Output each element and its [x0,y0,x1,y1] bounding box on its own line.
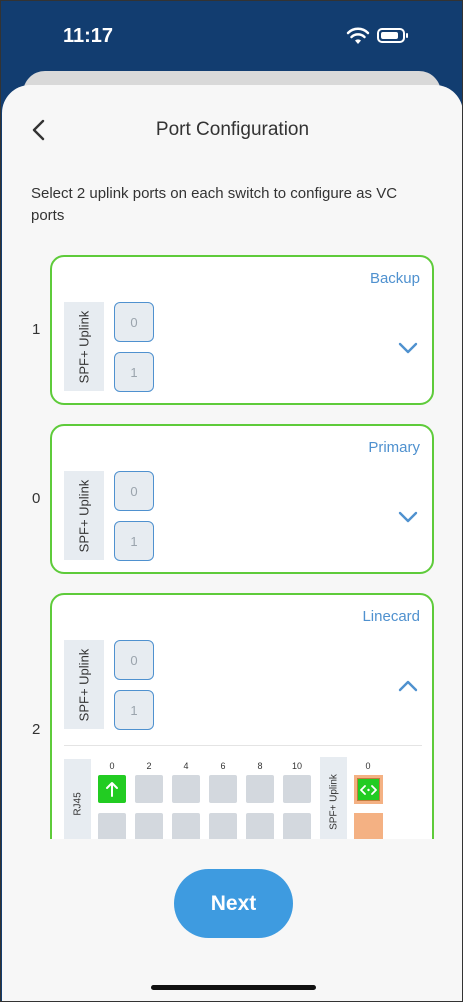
uplink-port-0[interactable]: 0 [114,302,154,342]
switch-role-label: Backup [369,270,420,287]
chevron-down-icon[interactable] [398,510,418,524]
ethernet-port[interactable] [246,775,274,803]
chevron-up-icon[interactable] [398,679,418,693]
uplink-port-0[interactable]: 0 [114,471,154,511]
switch-role-label: Primary [368,439,420,456]
port-number-label: 0 [109,761,115,771]
uplink-port-1[interactable]: 1 [114,690,154,730]
port-configuration-sheet: Port Configuration Select 2 uplink ports… [2,85,462,1001]
port-number-label: 2 [146,761,152,771]
switch-card-backup[interactable]: Backup SPF+ Uplink 0 1 [50,255,434,405]
ethernet-port[interactable] [172,813,200,839]
uplink-label-tag: SPF+ Uplink [64,302,104,391]
ethernet-port[interactable] [283,775,311,803]
wifi-icon [346,27,370,44]
status-bar: 11:17 [1,1,462,71]
instruction-text: Select 2 uplink ports on each switch to … [31,185,398,224]
next-button[interactable]: Next [174,869,293,938]
arrow-up-icon [106,782,118,797]
uplink-label: SPF+ Uplink [76,479,92,552]
uplink-label: SPF+ Uplink [76,310,92,383]
rj45-label: RJ45 [72,792,83,816]
ethernet-port[interactable] [172,775,200,803]
ethernet-port[interactable] [135,775,163,803]
ethernet-port[interactable] [246,813,274,839]
sfp-uplink-label-tag: SPF+ Uplink [320,757,347,839]
ethernet-port[interactable] [209,775,237,803]
port-number-label: 4 [183,761,189,771]
sfp-uplink-label: SPF+ Uplink [328,774,339,830]
sfp-port-inner [357,778,380,801]
ethernet-port-active[interactable] [98,775,126,803]
uplink-port-1[interactable]: 1 [114,521,154,561]
sfp-port[interactable] [354,813,383,839]
bidirectional-arrows-icon [360,784,377,795]
back-chevron-icon[interactable] [26,117,52,143]
port-number-label: 10 [291,761,302,771]
port-number-label: 8 [257,761,263,771]
uplink-label: SPF+ Uplink [76,648,92,721]
switch-list[interactable]: 1 Backup SPF+ Uplink 0 1 0 Primary SPF+ … [2,85,462,839]
ethernet-port[interactable] [283,813,311,839]
switch-number: 2 [32,721,41,738]
switch-role-label: Linecard [362,608,420,625]
ethernet-port[interactable] [209,813,237,839]
uplink-label-tag: SPF+ Uplink [64,471,104,560]
switch-number: 0 [32,490,41,507]
uplink-port-1[interactable]: 1 [114,352,154,392]
uplink-label-tag: SPF+ Uplink [64,640,104,729]
sfp-port-number-label: 0 [365,761,371,771]
switch-number: 1 [32,321,41,338]
rj45-label-tag: RJ45 [64,759,91,839]
chevron-down-icon[interactable] [398,341,418,355]
ethernet-port[interactable] [135,813,163,839]
sfp-port-selected[interactable] [354,775,383,804]
divider [64,745,422,746]
uplink-port-0[interactable]: 0 [114,640,154,680]
ethernet-port[interactable] [98,813,126,839]
switch-card-linecard[interactable]: Linecard SPF+ Uplink 0 1 RJ45 0 2 4 6 8 … [50,593,434,839]
battery-icon [377,28,408,43]
port-number-label: 6 [220,761,226,771]
page-title: Port Configuration [155,119,310,140]
status-time: 11:17 [63,25,114,47]
switch-card-primary[interactable]: Primary SPF+ Uplink 0 1 [50,424,434,574]
home-indicator [151,985,316,990]
